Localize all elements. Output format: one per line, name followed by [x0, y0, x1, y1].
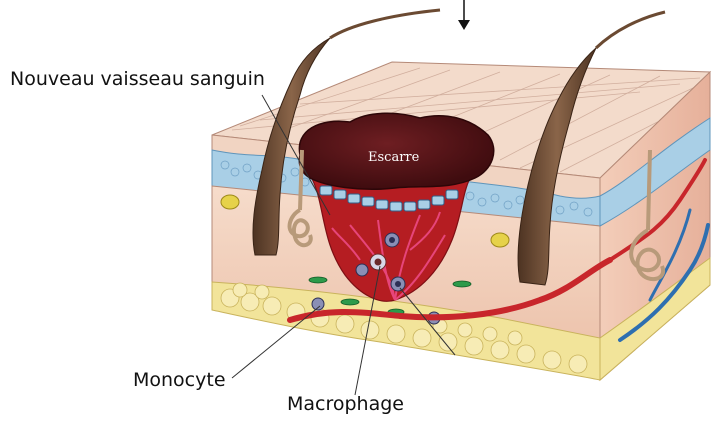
sebaceous-gland-left [221, 195, 239, 209]
sebaceous-gland-right [491, 233, 509, 247]
label-monocyte: Monocyte [133, 369, 226, 391]
label-scab: Escarre [368, 150, 419, 165]
down-arrow-icon [458, 0, 470, 30]
label-macrophage: Macrophage [287, 393, 404, 415]
label-new-blood-vessel: Nouveau vaisseau sanguin [10, 68, 265, 90]
